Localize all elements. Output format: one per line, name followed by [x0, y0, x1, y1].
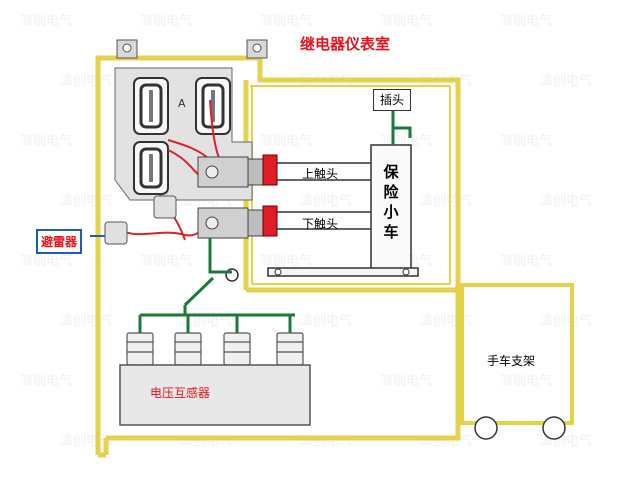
mounting-lugs: [116, 39, 268, 59]
watermark-text: 派创电气: [500, 134, 553, 149]
watermark-text: 派创电气: [500, 14, 553, 29]
voltage-transformer-label: 电压互感器: [150, 386, 211, 400]
watermark-text: 派创电气: [20, 374, 73, 389]
watermark-text: 派创电气: [540, 194, 593, 209]
cart-bracket: [460, 283, 574, 425]
current-transformer-a: [133, 77, 169, 135]
fuse-cart-label: 保 险 小 车: [381, 162, 401, 242]
fuse-cart-char-1: 保: [383, 163, 399, 181]
fuse-cart-char-4: 车: [383, 223, 399, 241]
watermark-text: 派创电气: [260, 134, 313, 149]
upper-contact-assembly: [197, 154, 278, 188]
lightning-arrester: [90, 195, 177, 245]
current-transformer-b: [195, 77, 231, 135]
watermark-text: 派创电气: [140, 14, 193, 29]
page-title: 继电器仪表室: [300, 35, 391, 53]
watermark-text: 派创电气: [20, 134, 73, 149]
watermark-text: 派创电气: [20, 254, 73, 269]
voltage-transformer-body: [119, 364, 311, 426]
watermark-text: 派创电气: [180, 314, 233, 329]
lower-contact-assembly: [197, 205, 278, 239]
plug-wiring: [391, 109, 412, 145]
watermark-text: 派创电气: [540, 74, 593, 89]
watermark-text: 派创电气: [540, 314, 593, 329]
watermark-text: 派创电气: [500, 374, 553, 389]
fuse-cart-char-3: 小: [383, 203, 399, 221]
cart-bracket-label: 手车支架: [487, 354, 536, 368]
vt-wiring: [138, 238, 295, 333]
cart-bracket-wheels: [474, 416, 566, 440]
watermark-text: 派创电气: [380, 14, 433, 29]
watermark-text: 派创电气: [500, 254, 553, 269]
watermark-text: 派创电气: [20, 14, 73, 29]
lightning-arrester-label: 避雷器: [36, 229, 83, 254]
watermark-text: 派创电气: [260, 14, 313, 29]
vt-insulators: [126, 332, 304, 366]
plug-label: 插头: [373, 89, 411, 111]
fuse-cart-char-2: 险: [383, 183, 399, 201]
current-transformer-c: [133, 141, 169, 195]
watermark-text: 派创电气: [300, 314, 353, 329]
watermark-text: 派创电气: [260, 254, 313, 269]
fuse-cart: [267, 144, 419, 277]
upper-contact-label: 上触头: [302, 167, 339, 181]
meter-label-a: A: [178, 97, 186, 110]
watermark-text: 派创电气: [140, 254, 193, 269]
watermark-text: 派创电气: [380, 374, 433, 389]
lower-contact-label: 下触头: [302, 217, 339, 231]
watermark-text: 派创电气: [300, 194, 353, 209]
